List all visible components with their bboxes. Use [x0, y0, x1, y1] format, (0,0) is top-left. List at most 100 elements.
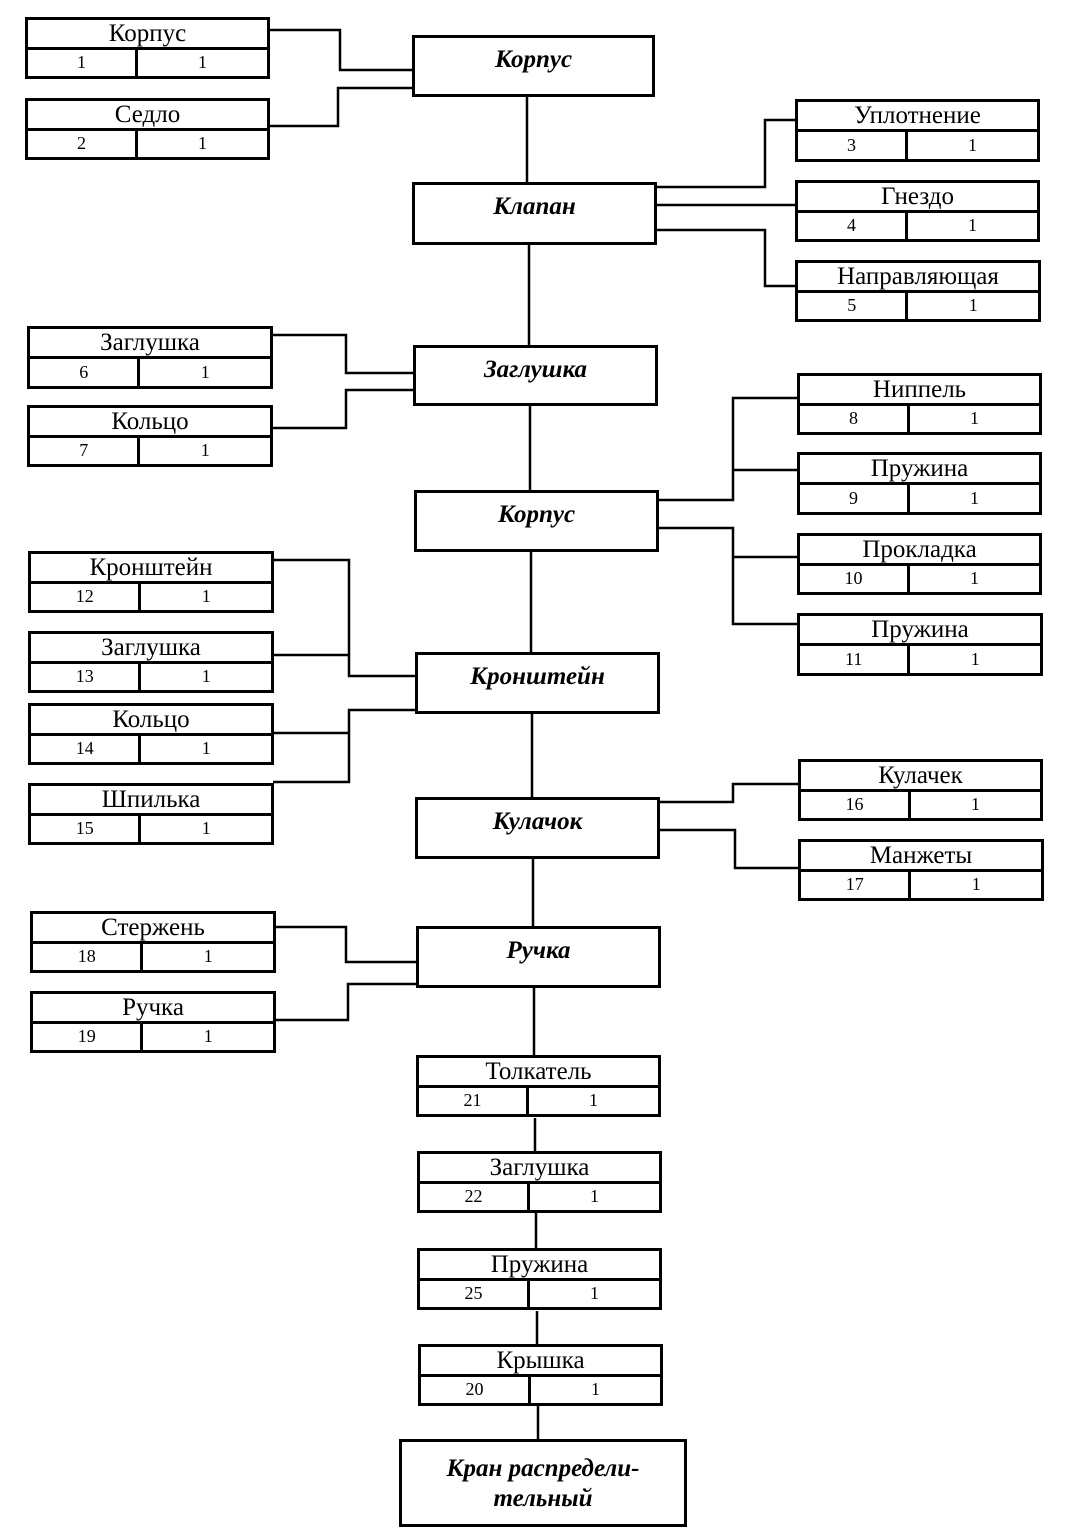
part-number: 9: [800, 485, 910, 512]
part-number: 2: [28, 130, 138, 157]
part-quantity: 1: [203, 946, 213, 966]
part-name: Стержень: [33, 914, 273, 944]
part-18: Стержень 18 1: [30, 911, 276, 973]
assembly-zaglushka: Заглушка: [413, 345, 658, 406]
part-12: Кронштейн 12 1: [28, 551, 274, 613]
part-name: Прокладка: [800, 536, 1039, 566]
part-number: 25: [420, 1280, 530, 1307]
part-17: Манжеты 17 1: [798, 839, 1044, 901]
part-name: Корпус: [28, 20, 267, 50]
part-number: 12: [31, 583, 142, 610]
part-quantity: 1: [589, 1186, 599, 1206]
part-number: 3: [798, 132, 908, 159]
part-number: 16: [801, 791, 911, 818]
part-number: 20: [421, 1376, 531, 1403]
assembly-kulachok: Кулачок: [415, 797, 660, 859]
assembly-korpus-mid: Корпус: [414, 490, 659, 552]
part-number: 19: [33, 1023, 144, 1050]
part-number: 4: [798, 212, 908, 239]
part-number: 18: [33, 943, 144, 970]
assembly-korpus-top: Корпус: [412, 35, 655, 97]
part-quantity: 1: [197, 133, 207, 153]
part-number: 21: [419, 1087, 529, 1114]
part-quantity: 1: [203, 1026, 213, 1046]
part-quantity: 1: [589, 1283, 599, 1303]
part-quantity: 1: [588, 1090, 598, 1110]
part-2: Седло 2 1: [25, 98, 270, 160]
part-number: 8: [800, 405, 910, 432]
part-name: Заглушка: [420, 1154, 659, 1184]
part-name: Кольцо: [30, 408, 270, 438]
part-number: 22: [420, 1183, 530, 1210]
part-name: Шпилька: [31, 786, 271, 816]
part-number: 13: [31, 663, 142, 690]
final-product-line2: тельный: [493, 1485, 593, 1512]
part-14: Кольцо 14 1: [28, 703, 274, 765]
part-1: Корпус 1 1: [25, 17, 270, 79]
part-10: Прокладка 10 1: [797, 533, 1042, 595]
part-number: 17: [801, 871, 912, 898]
part-quantity: 1: [970, 794, 980, 814]
part-3: Уплотнение 3 1: [795, 99, 1040, 162]
part-name: Крышка: [421, 1347, 660, 1377]
part-name: Пружина: [800, 616, 1040, 646]
part-20: Крышка 20 1: [418, 1344, 663, 1406]
part-quantity: 1: [967, 135, 977, 155]
part-16: Кулачек 16 1: [798, 759, 1043, 821]
part-quantity: 1: [968, 295, 978, 315]
part-13: Заглушка 13 1: [28, 631, 274, 693]
part-4: Гнездо 4 1: [795, 180, 1040, 242]
part-name: Манжеты: [801, 842, 1041, 872]
part-quantity: 1: [201, 586, 211, 606]
part-number: 5: [798, 292, 909, 319]
part-9: Пружина 9 1: [797, 452, 1042, 515]
part-name: Заглушка: [30, 329, 270, 359]
part-quantity: 1: [970, 649, 980, 669]
part-name: Толкатель: [419, 1058, 658, 1088]
part-name: Ниппель: [800, 376, 1039, 406]
part-name: Гнездо: [798, 183, 1037, 213]
part-number: 11: [800, 646, 911, 673]
part-quantity: 1: [197, 52, 207, 72]
part-name: Ручка: [33, 994, 273, 1024]
part-15: Шпилька 15 1: [28, 783, 274, 845]
part-name: Уплотнение: [798, 102, 1037, 132]
assembly-klapan: Клапан: [412, 182, 657, 245]
part-quantity: 1: [200, 440, 210, 460]
part-quantity: 1: [969, 568, 979, 588]
part-quantity: 1: [967, 215, 977, 235]
assembly-kronshtein: Кронштейн: [415, 652, 660, 714]
part-number: 15: [31, 815, 142, 842]
part-number: 7: [30, 437, 141, 464]
part-22: Заглушка 22 1: [417, 1151, 662, 1213]
part-number: 1: [28, 49, 138, 76]
part-number: 6: [30, 359, 141, 386]
part-name: Кронштейн: [31, 554, 271, 584]
part-name: Кольцо: [31, 706, 271, 736]
part-quantity: 1: [590, 1379, 600, 1399]
part-21: Толкатель 21 1: [416, 1055, 661, 1117]
part-quantity: 1: [201, 818, 211, 838]
part-name: Пружина: [420, 1251, 659, 1281]
part-quantity: 1: [201, 738, 211, 758]
part-5: Направляющая 5 1: [795, 260, 1041, 322]
part-8: Ниппель 8 1: [797, 373, 1042, 435]
part-6: Заглушка 6 1: [27, 326, 273, 389]
part-quantity: 1: [969, 408, 979, 428]
part-25: Пружина 25 1: [417, 1248, 662, 1310]
assembly-ruchka: Ручка: [416, 926, 661, 988]
final-product: Кран распредели- тельный: [399, 1439, 687, 1527]
part-quantity: 1: [971, 874, 981, 894]
part-name: Направляющая: [798, 263, 1038, 293]
part-7: Кольцо 7 1: [27, 405, 273, 467]
part-quantity: 1: [200, 362, 210, 382]
part-11: Пружина 11 1: [797, 613, 1043, 676]
part-name: Пружина: [800, 455, 1039, 485]
part-name: Седло: [28, 101, 267, 131]
part-number: 10: [800, 565, 910, 592]
part-number: 14: [31, 735, 142, 762]
part-quantity: 1: [201, 666, 211, 686]
part-name: Заглушка: [31, 634, 271, 664]
final-product-line1: Кран распредели-: [446, 1455, 640, 1482]
